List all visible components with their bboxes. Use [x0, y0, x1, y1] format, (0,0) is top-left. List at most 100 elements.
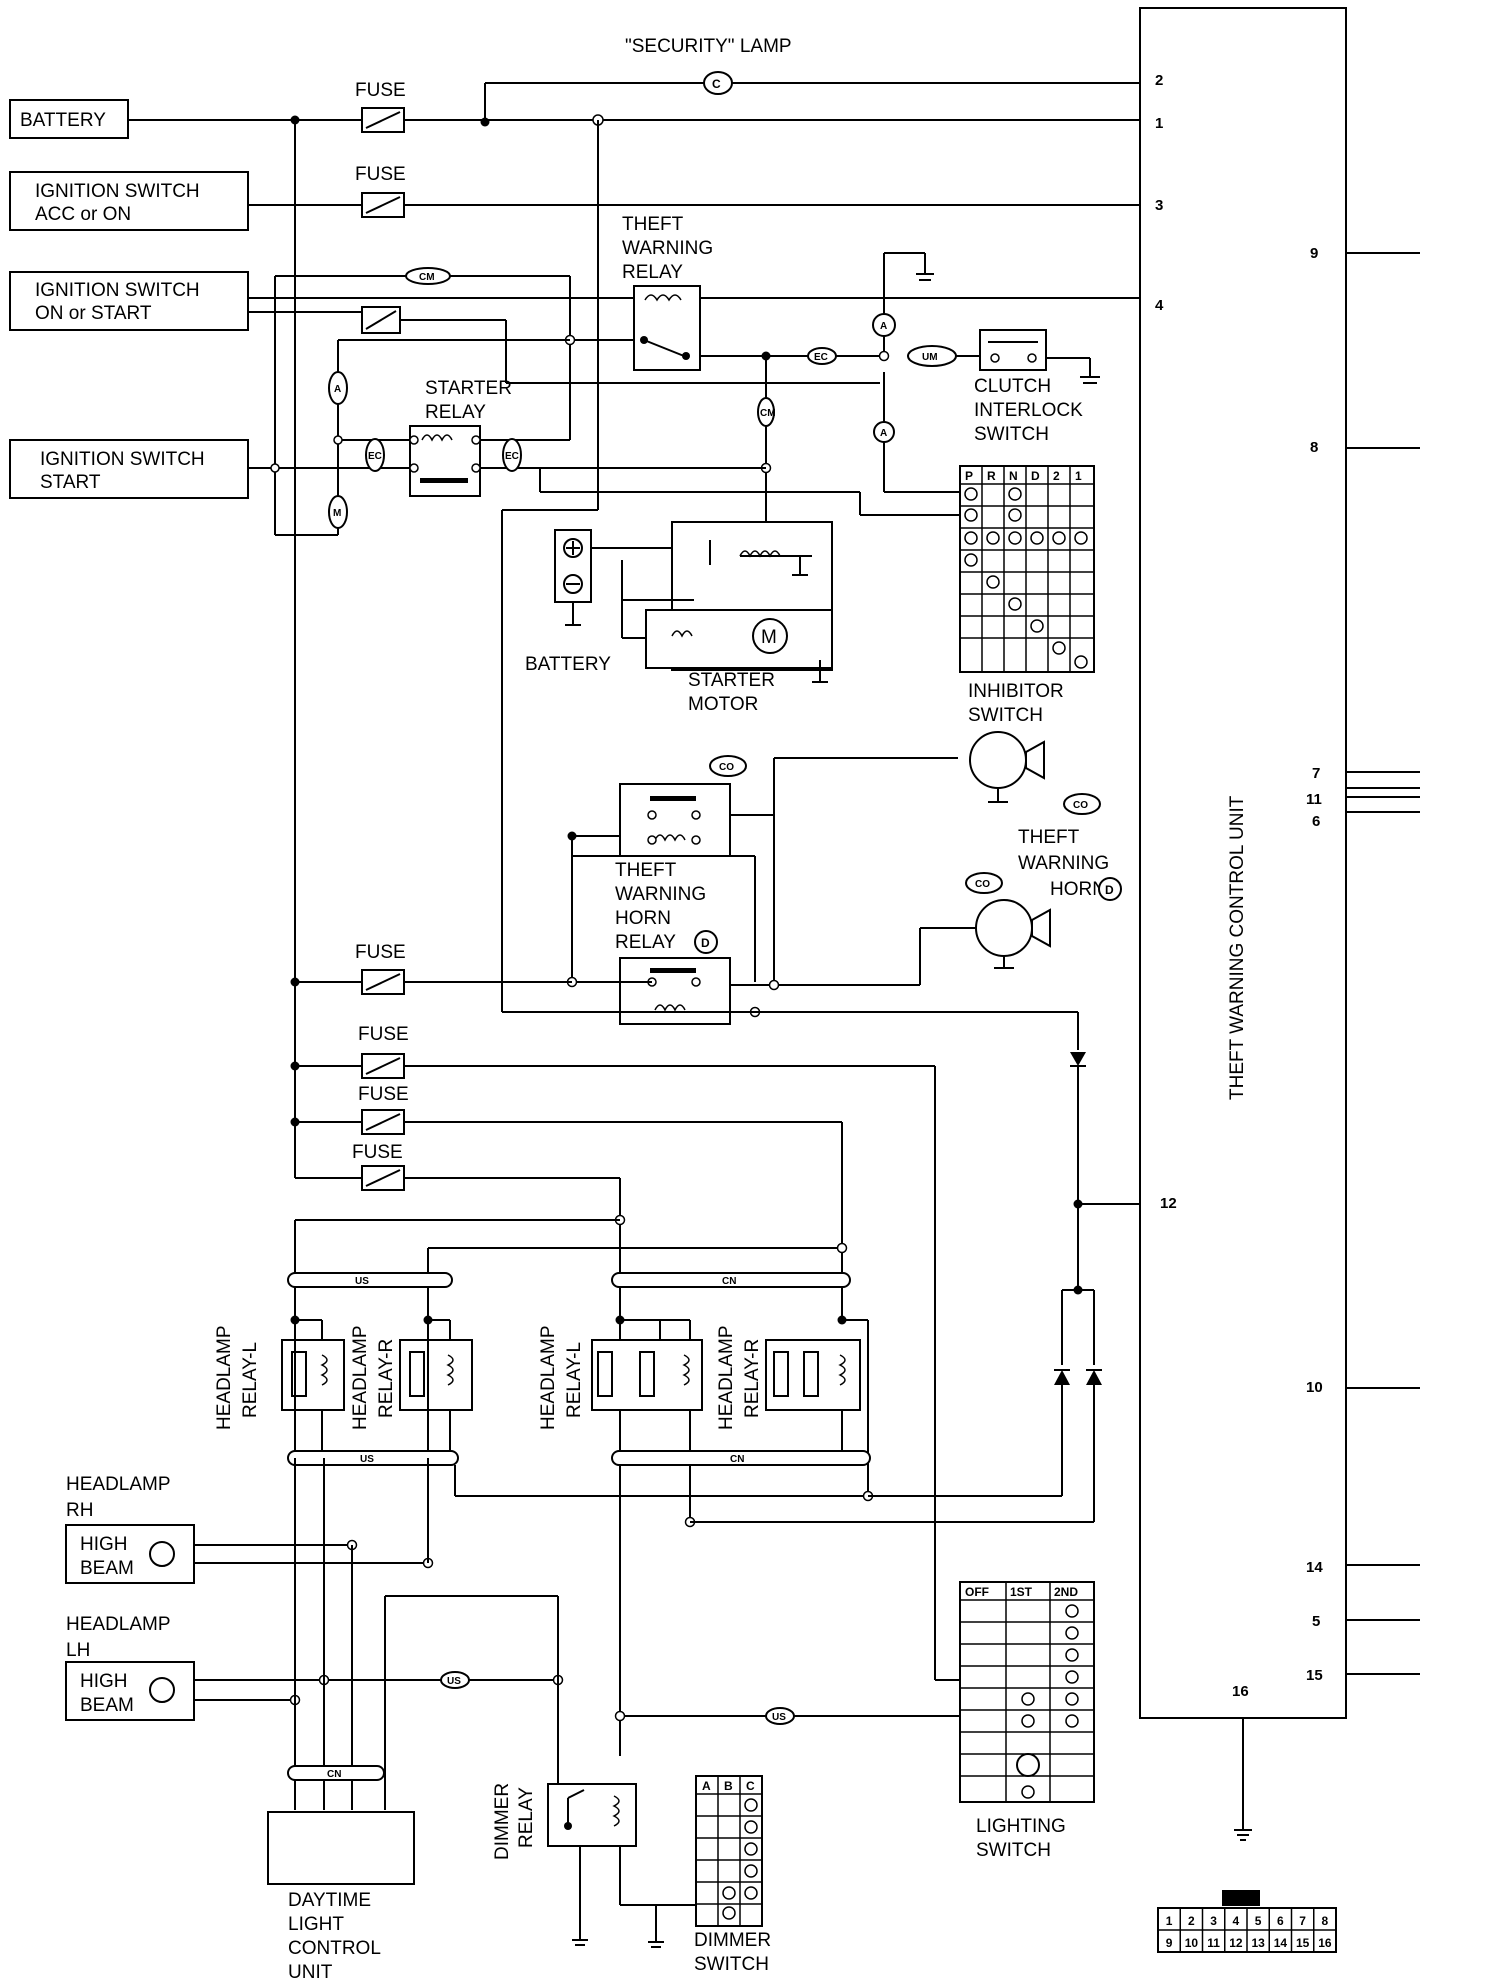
- connector-pin-7: 7: [1299, 1914, 1306, 1928]
- headlamp-lh: HEADLAMP LH HIGH BEAM US: [65, 1614, 564, 1721]
- tag-a-3: A: [334, 384, 341, 395]
- svg-text:M: M: [761, 627, 777, 648]
- battery2-label: BATTERY: [525, 654, 611, 675]
- ign-start-box: IGNITION SWITCH START: [9, 439, 249, 499]
- hl-relay-r2-label-1: HEADLAMP: [716, 1325, 737, 1430]
- pin-8: 8: [1310, 439, 1318, 456]
- fuse-label-6: FUSE: [352, 1142, 403, 1163]
- pin-14: 14: [1306, 1559, 1323, 1576]
- headlamp-relay-l1: HEADLAMP RELAY-L: [214, 1295, 345, 1458]
- horn-relay-label-1: THEFT: [615, 860, 677, 881]
- control-unit: THEFT WARNING CONTROL UNIT: [1139, 7, 1347, 1719]
- theft-horn-1: CO THEFT WARNING HORN D: [969, 731, 1122, 901]
- connector-pin-3: 3: [1210, 1914, 1217, 1928]
- tag-m: M: [333, 508, 341, 519]
- theft-relay-label-3: RELAY: [622, 262, 683, 283]
- ign-on-start-box: IGNITION SWITCH ON or START: [9, 271, 249, 331]
- pin-3: 3: [1155, 197, 1163, 214]
- horn-relay: CO THEFT WARNING HORN RELAY D: [567, 755, 958, 985]
- harness-cn-top: CN: [611, 1272, 851, 1288]
- headlamp-relay-r2: HEADLAMP RELAY-R: [716, 1315, 869, 1496]
- tag-co-2: CO: [1073, 800, 1088, 811]
- daytime-unit: CN DAYTIME LIGHT CONTROL UNIT: [267, 1765, 415, 1982]
- tag-cn-2: CN: [730, 1454, 744, 1465]
- inhibitor-switch: P R N D 2 1 INHIBITOR SWITCH: [959, 465, 1095, 726]
- connector-pin-11: 11: [1207, 1936, 1220, 1950]
- starter-relay: STARTER RELAY EC EC A M: [248, 339, 960, 536]
- headlamp-rh-label-1: HEADLAMP: [66, 1474, 171, 1495]
- inhibitor-col-p: P: [965, 469, 973, 483]
- horn-label-2: WARNING: [1018, 853, 1109, 874]
- hl-relay-l-label-2: RELAY-L: [240, 1342, 261, 1418]
- horn-relay-label-3: HORN: [615, 908, 671, 929]
- control-unit-label: THEFT WARNING CONTROL UNIT: [1227, 795, 1248, 1100]
- tag-d-2: D: [1105, 883, 1114, 897]
- theft-horn-2: CO: [919, 872, 1051, 985]
- right-pin-leads: [1346, 252, 1420, 1675]
- inhibitor-col-n: N: [1009, 469, 1018, 483]
- inhibitor-col-r: R: [987, 469, 996, 483]
- battery-box: BATTERY: [9, 99, 129, 139]
- tag-d-1: D: [701, 936, 710, 950]
- connector-pin-15: 15: [1296, 1936, 1310, 1950]
- tag-us-4: US: [772, 1712, 786, 1723]
- connector-pin-14: 14: [1274, 1936, 1288, 1950]
- harness-us-bottom: US: [287, 1450, 1062, 1502]
- pin-10: 10: [1306, 1379, 1323, 1396]
- dimmer-switch-label-2: SWITCH: [694, 1954, 769, 1975]
- tag-cm-1: CM: [419, 272, 435, 283]
- headlamp-rh: HEADLAMP RH HIGH BEAM: [65, 1474, 434, 1584]
- daytime-label-1: DAYTIME: [288, 1890, 371, 1911]
- headlamp-relay-l2: HEADLAMP RELAY-L: [538, 1315, 703, 1528]
- tag-ec-3: EC: [505, 451, 519, 462]
- starter-circuit: BATTERY M STARTER MOTOR: [525, 521, 833, 715]
- pin-6: 6: [1312, 813, 1320, 830]
- inhibitor-col-1: 1: [1075, 469, 1082, 483]
- ign-acc-label-2: ACC or ON: [35, 204, 131, 225]
- battery-label: BATTERY: [20, 110, 106, 131]
- inhibitor-col-d: D: [1031, 469, 1040, 483]
- clutch-label-1: CLUTCH: [974, 376, 1051, 397]
- high-beam-lh-1: HIGH: [80, 1671, 128, 1692]
- lighting-col-2nd: 2ND: [1054, 1585, 1078, 1599]
- lighting-col-1st: 1ST: [1010, 1585, 1033, 1599]
- control-unit-left-pins: 2 1 3 4 12 16: [1155, 72, 1249, 1700]
- tag-cn-3: CN: [327, 1769, 341, 1780]
- connector-pin-1: 1: [1166, 1914, 1173, 1928]
- pin-16: 16: [1232, 1683, 1249, 1700]
- fuse-label-4: FUSE: [358, 1024, 409, 1045]
- daytime-feed-wires: [294, 1458, 559, 1810]
- fuse-horn: FUSE: [290, 942, 572, 995]
- daytime-label-3: CONTROL: [288, 1938, 381, 1959]
- connector-pin-5: 5: [1255, 1914, 1262, 1928]
- lighting-switch: OFF 1ST 2ND LIGHTING SWITCH: [959, 1581, 1095, 1861]
- daytime-label-4: UNIT: [288, 1962, 333, 1982]
- daytime-label-2: LIGHT: [288, 1914, 344, 1935]
- hl-relay-l2-label-1: HEADLAMP: [538, 1325, 559, 1430]
- theft-relay-label-1: THEFT: [622, 214, 684, 235]
- ign-start-label-1: IGNITION SWITCH: [40, 449, 205, 470]
- security-lamp-label: "SECURITY" LAMP: [625, 36, 792, 57]
- tag-us-3: US: [447, 1676, 461, 1687]
- lighting-col-off: OFF: [965, 1585, 989, 1599]
- tag-ec-1: EC: [814, 352, 828, 363]
- headlamp-rh-label-2: RH: [66, 1500, 93, 1521]
- horn-label-1: THEFT: [1018, 827, 1080, 848]
- headlamp-lh-label-2: LH: [66, 1640, 90, 1661]
- control-unit-right-pins: 9 8 7 11 6 10 14 5 15: [1306, 245, 1323, 1684]
- dimmer-switch: A B C DIMMER SWITCH: [648, 1775, 771, 1975]
- headlamp-lh-label-1: HEADLAMP: [66, 1614, 171, 1635]
- theft-relay-label-2: WARNING: [622, 238, 713, 259]
- security-lamp: "SECURITY" LAMP C: [484, 36, 1140, 122]
- tag-a-2: A: [880, 428, 887, 439]
- hl-relay-r-label-1: HEADLAMP: [350, 1325, 371, 1430]
- fuse-label-3: FUSE: [355, 942, 406, 963]
- connector-pin-16: 16: [1318, 1936, 1332, 1950]
- pin-4: 4: [1155, 297, 1164, 314]
- connector-pin-2: 2: [1188, 1914, 1195, 1928]
- headlamp-relay-r1: HEADLAMP RELAY-R: [350, 1295, 473, 1458]
- fuse-label-1: FUSE: [355, 80, 406, 101]
- connector-pin-8: 8: [1322, 1914, 1329, 1928]
- svg-text:C: C: [712, 77, 721, 91]
